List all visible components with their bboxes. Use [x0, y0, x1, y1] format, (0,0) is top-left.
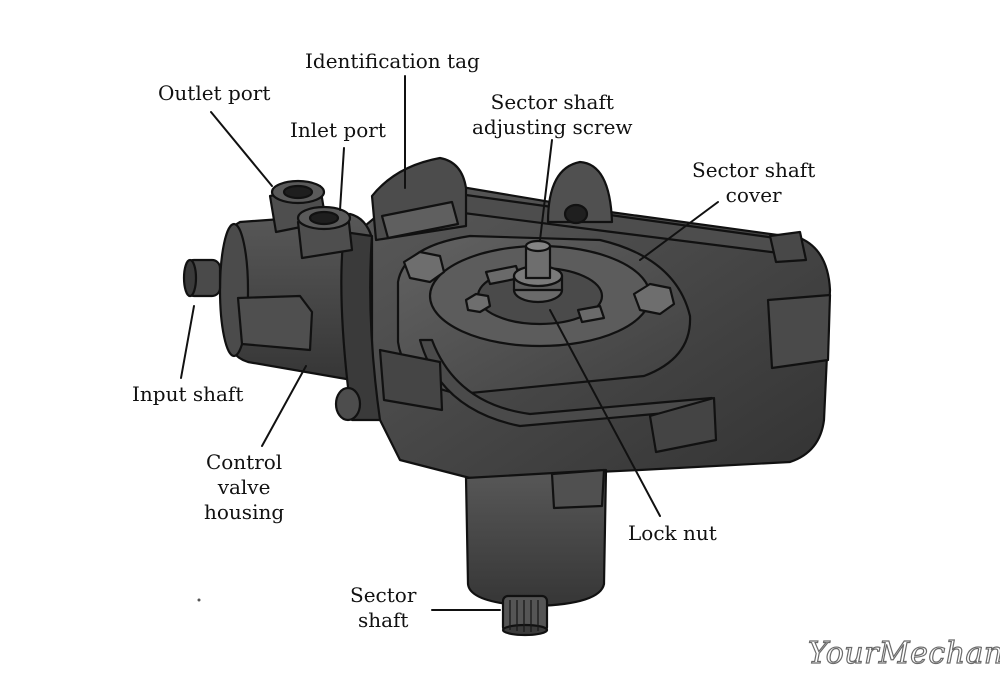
cover-bolt-small [464, 292, 492, 314]
leader-control-valve-housing [261, 365, 307, 447]
yourmechanic-watermark: YourMechanic [807, 635, 1000, 671]
leader-input-shaft [180, 305, 195, 379]
cover-bolt-right [632, 282, 676, 316]
leader-inlet-port [339, 147, 345, 211]
leader-sector-shaft-cover [639, 201, 719, 261]
label-control-valve-housing: Control valve housing [204, 450, 285, 524]
label-lock-nut: Lock nut [628, 521, 717, 545]
leader-adjusting-screw [539, 139, 553, 241]
label-inlet-port: Inlet port [290, 118, 386, 142]
side-plug [334, 386, 362, 422]
cover-bolt-left [402, 250, 446, 284]
label-outlet-port: Outlet port [158, 81, 271, 105]
label-sector-shaft: Sector shaft [350, 583, 417, 632]
label-sector-shaft-adjusting-screw: Sector shaft adjusting screw [472, 90, 633, 139]
label-identification-tag: Identification tag [305, 49, 480, 73]
housing-right-boss [766, 293, 832, 370]
leader-outlet-port [210, 111, 273, 187]
label-sector-shaft-cover: Sector shaft cover [692, 158, 816, 207]
label-input-shaft: Input shaft [132, 382, 244, 406]
leader-lock-nut [549, 309, 661, 517]
mounting-ear [546, 160, 614, 224]
valve-flat-boss [236, 294, 314, 352]
housing-flange [340, 230, 382, 422]
